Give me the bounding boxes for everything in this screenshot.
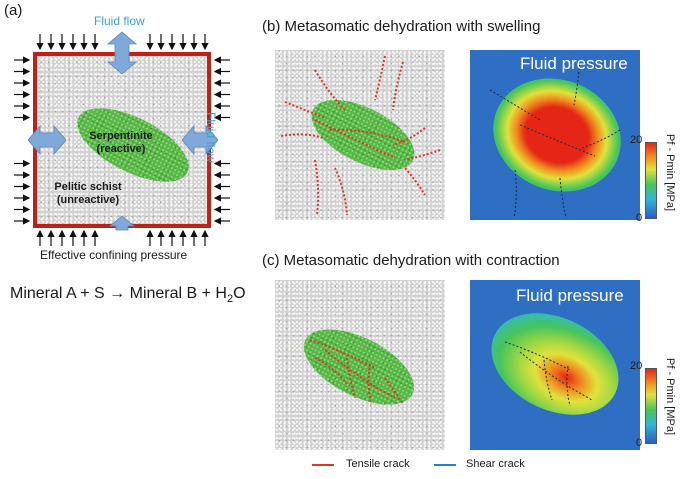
left-pressure-arrows bbox=[14, 56, 31, 225]
tensile-crack-swatch bbox=[312, 464, 334, 466]
fluid-flow-right-arrow bbox=[181, 124, 219, 156]
panel-b-fluid-title: Fluid pressure bbox=[520, 54, 628, 73]
panel-c-tensile-cracks bbox=[309, 339, 404, 405]
serpentinite-label: Serpentinite (reactive) bbox=[86, 130, 156, 156]
top-pressure-arrows bbox=[36, 34, 209, 51]
confining-arrows bbox=[14, 31, 230, 246]
reaction-equation: Mineral A + S → Mineral B + H2O bbox=[10, 285, 246, 305]
serpentinite-label-line2: (reactive) bbox=[96, 143, 146, 155]
panel-c-colorbar-min: 0 bbox=[636, 437, 643, 449]
fluid-flow-left-arrow bbox=[27, 124, 67, 156]
fluid-flow-top-label: Fluid flow bbox=[94, 14, 145, 28]
fluid-flow-bottom-arrow bbox=[108, 215, 136, 231]
equation-main: Mineral A + S → Mineral B + H bbox=[10, 285, 227, 302]
panel-b-colorbar bbox=[645, 142, 657, 219]
panel-c-colorbar-max: 20 bbox=[630, 360, 643, 372]
panel-c-crack-map bbox=[275, 280, 445, 450]
panel-b-colorbar-label: Pf - Pmin [MPa] bbox=[664, 134, 676, 212]
panel-b-shear-cracks bbox=[489, 59, 621, 219]
fluid-flow-right-label: Fluid flow bbox=[204, 112, 218, 163]
panel-b-tensile-cracks bbox=[280, 55, 441, 216]
panel-c-shear-cracks bbox=[504, 341, 593, 407]
panel-c-fluid-title: Fluid pressure bbox=[516, 286, 624, 305]
schist-label-line1: Pelitic schist bbox=[54, 181, 122, 193]
confining-pressure-label: Effective confining pressure bbox=[40, 248, 188, 262]
panel-c-fluid-pressure-map: Fluid pressure bbox=[470, 280, 640, 450]
panel-c-colorbar-label: Pf - Pmin [MPa] bbox=[664, 358, 676, 436]
equation-subscript: 2 bbox=[226, 293, 234, 306]
tensile-crack-label: Tensile crack bbox=[346, 458, 410, 470]
fluid-flow-top-arrow bbox=[106, 31, 138, 75]
equation-end: O bbox=[233, 285, 246, 302]
panel-b-fluid-pressure-map: Fluid pressure bbox=[470, 50, 640, 220]
schist-label-line2: (unreactive) bbox=[56, 194, 120, 206]
panel-c-colorbar bbox=[645, 368, 657, 444]
bottom-pressure-arrows bbox=[36, 229, 209, 246]
panel-b-colorbar-min: 0 bbox=[636, 212, 643, 224]
shear-crack-swatch bbox=[434, 464, 456, 466]
panel-b-crack-map bbox=[275, 50, 445, 220]
serpentinite-label-line1: Serpentinite bbox=[89, 130, 153, 142]
schist-label: Pelitic schist (unreactive) bbox=[44, 181, 132, 207]
shear-crack-label: Shear crack bbox=[466, 458, 525, 470]
panel-b-heading: (b) Metasomatic dehydration with swellin… bbox=[262, 18, 541, 35]
right-pressure-arrows bbox=[213, 56, 230, 225]
panel-c-heading: (c) Metasomatic dehydration with contrac… bbox=[262, 252, 560, 269]
panel-b-colorbar-max: 20 bbox=[630, 134, 643, 146]
panel-a-label: (a) bbox=[4, 2, 23, 19]
